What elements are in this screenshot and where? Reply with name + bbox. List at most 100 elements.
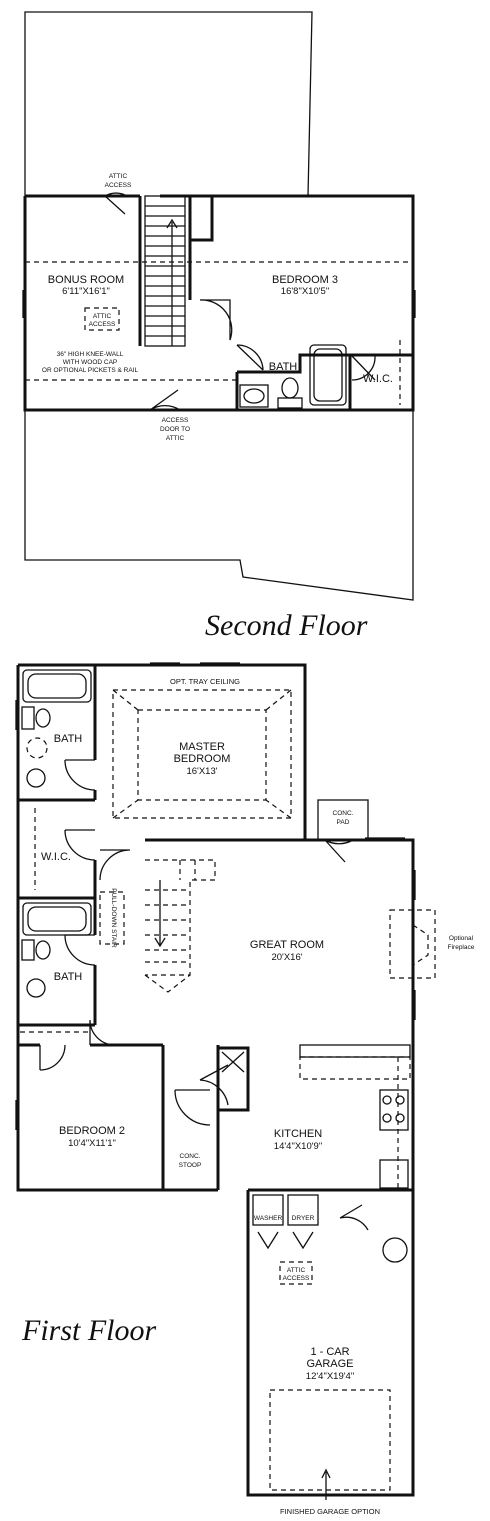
- sink: [26, 978, 46, 998]
- wic-label: W.I.C.: [41, 851, 71, 863]
- bedroom2-closet-door: [39, 1044, 66, 1071]
- wic-door: [64, 829, 96, 861]
- toilet: [35, 940, 51, 960]
- wic-label: W.I.C.: [363, 373, 393, 385]
- wall: [23, 194, 415, 412]
- pull-down-stair-label: PULL-DOWN STAIR: [110, 888, 117, 948]
- pantry-x: [221, 1051, 245, 1073]
- tray-line: [112, 799, 139, 819]
- bathtub-inner: [27, 673, 87, 699]
- bifold-door: [292, 1231, 314, 1250]
- fireplace-hearth: [412, 924, 429, 966]
- bonus-room-size: 6'11"X16'1": [62, 286, 110, 297]
- optional-fireplace: [389, 909, 436, 979]
- attic-access-label: ACCESS: [283, 1275, 310, 1282]
- island: [299, 1056, 411, 1080]
- wall: [237, 353, 413, 374]
- attic-access-label: ACCESS: [105, 182, 132, 189]
- knee-wall-note: WITH WOOD CAP: [63, 359, 118, 366]
- lower-bath-door: [64, 934, 96, 966]
- master-bedroom-name: BEDROOM: [174, 753, 231, 765]
- attic-access-box: [84, 307, 120, 331]
- bathtub: [309, 344, 347, 406]
- bathtub: [22, 902, 92, 936]
- optional-fireplace-label: Optional: [449, 935, 474, 942]
- vanity: [239, 384, 269, 408]
- access-door-label: DOOR TO: [160, 426, 190, 433]
- range: [379, 1089, 409, 1131]
- tray-ceiling-inner: [137, 709, 267, 801]
- bedroom3-name: BEDROOM 3: [272, 274, 338, 286]
- burner: [395, 1095, 405, 1105]
- pantry: [216, 1046, 250, 1112]
- access-door-label: ATTIC: [166, 435, 185, 442]
- access-door-attic: [149, 389, 181, 411]
- attic-access-box-label: ATTIC: [93, 313, 112, 320]
- conc-pad-label: PAD: [337, 819, 350, 826]
- upper-cabinets: [299, 1044, 411, 1058]
- burner: [382, 1113, 392, 1123]
- finished-garage-option-label: FINISHED GARAGE OPTION: [280, 1507, 380, 1516]
- garage-entry-door: [339, 1204, 369, 1231]
- bedroom2-name: BEDROOM 2: [59, 1125, 125, 1137]
- sink: [243, 388, 265, 404]
- bonus-room-name: BONUS ROOM: [48, 274, 124, 286]
- sink-dashed: [26, 737, 48, 759]
- stairs-first-floor: [144, 859, 216, 993]
- bedroom3-size: 16'8"X10'5": [281, 286, 329, 297]
- tray-line: [112, 689, 139, 711]
- bathtub: [22, 669, 92, 703]
- first-floor: OPT. TRAY CEILING MASTER BEDROOM 16'X13'…: [15, 662, 475, 1516]
- refrigerator: [379, 1159, 409, 1189]
- master-bath-label: BATH: [54, 733, 83, 745]
- vanity: [21, 939, 35, 961]
- bedroom3-door: [199, 299, 233, 341]
- garage-size: 12'4"X19'4": [306, 1371, 354, 1382]
- garage-name: GARAGE: [306, 1358, 353, 1370]
- bedroom2-size: 10'4"X11'1": [68, 1138, 116, 1149]
- garage-name: 1 - CAR: [310, 1346, 349, 1358]
- second-floor: ATTIC ACCESS BONUS ROOM 6'11"X16'1" ATTI…: [22, 11, 416, 642]
- toilet: [35, 708, 51, 728]
- conc-pad: [317, 799, 369, 841]
- conc-pad-label: CONC.: [333, 810, 354, 817]
- knee-wall-note: 36" HIGH KNEE-WALL: [57, 351, 124, 358]
- optional-fireplace-label: Fireplace: [448, 944, 475, 951]
- attic-access-box-label: ACCESS: [89, 321, 116, 328]
- garage-wall: [246, 1190, 415, 1497]
- bedroom2-door: [89, 1019, 116, 1046]
- kitchen-size: 14'4"X10'9": [274, 1141, 322, 1152]
- wall: [188, 196, 214, 242]
- burner: [395, 1113, 405, 1123]
- water-heater: [382, 1237, 408, 1263]
- bath-label: BATH: [269, 361, 298, 373]
- pantry-door: [199, 1064, 229, 1106]
- pull-down-stair: [99, 891, 125, 945]
- wall: [18, 663, 307, 842]
- bath-door: [236, 344, 264, 371]
- finished-garage-area: [269, 1389, 391, 1491]
- conc-stoop-label: CONC.: [180, 1153, 201, 1160]
- dryer-label: DRYER: [292, 1215, 315, 1222]
- great-room-door: [324, 839, 354, 863]
- hall-door: [99, 849, 131, 881]
- tray-line: [265, 689, 292, 711]
- toilet-tank: [277, 397, 303, 409]
- lower-bath-label: BATH: [54, 971, 83, 983]
- great-room-name: GREAT ROOM: [250, 939, 324, 951]
- master-bath-door: [64, 759, 96, 791]
- toilet: [281, 377, 299, 399]
- attic-outline-bottom: [24, 410, 414, 601]
- bathtub-inner: [313, 348, 343, 402]
- tray-ceiling-label: OPT. TRAY CEILING: [170, 677, 240, 686]
- wall: [16, 665, 165, 1192]
- attic-door: [104, 192, 128, 215]
- burner: [382, 1095, 392, 1105]
- master-bedroom-size: 16'X13': [186, 766, 217, 777]
- knee-wall-note: OR OPTIONAL PICKETS & RAIL: [42, 367, 139, 374]
- washer-label: WASHER: [254, 1215, 283, 1222]
- bathtub-inner: [27, 906, 87, 932]
- attic-access-label: ATTIC: [287, 1267, 306, 1274]
- washer: [252, 1194, 284, 1226]
